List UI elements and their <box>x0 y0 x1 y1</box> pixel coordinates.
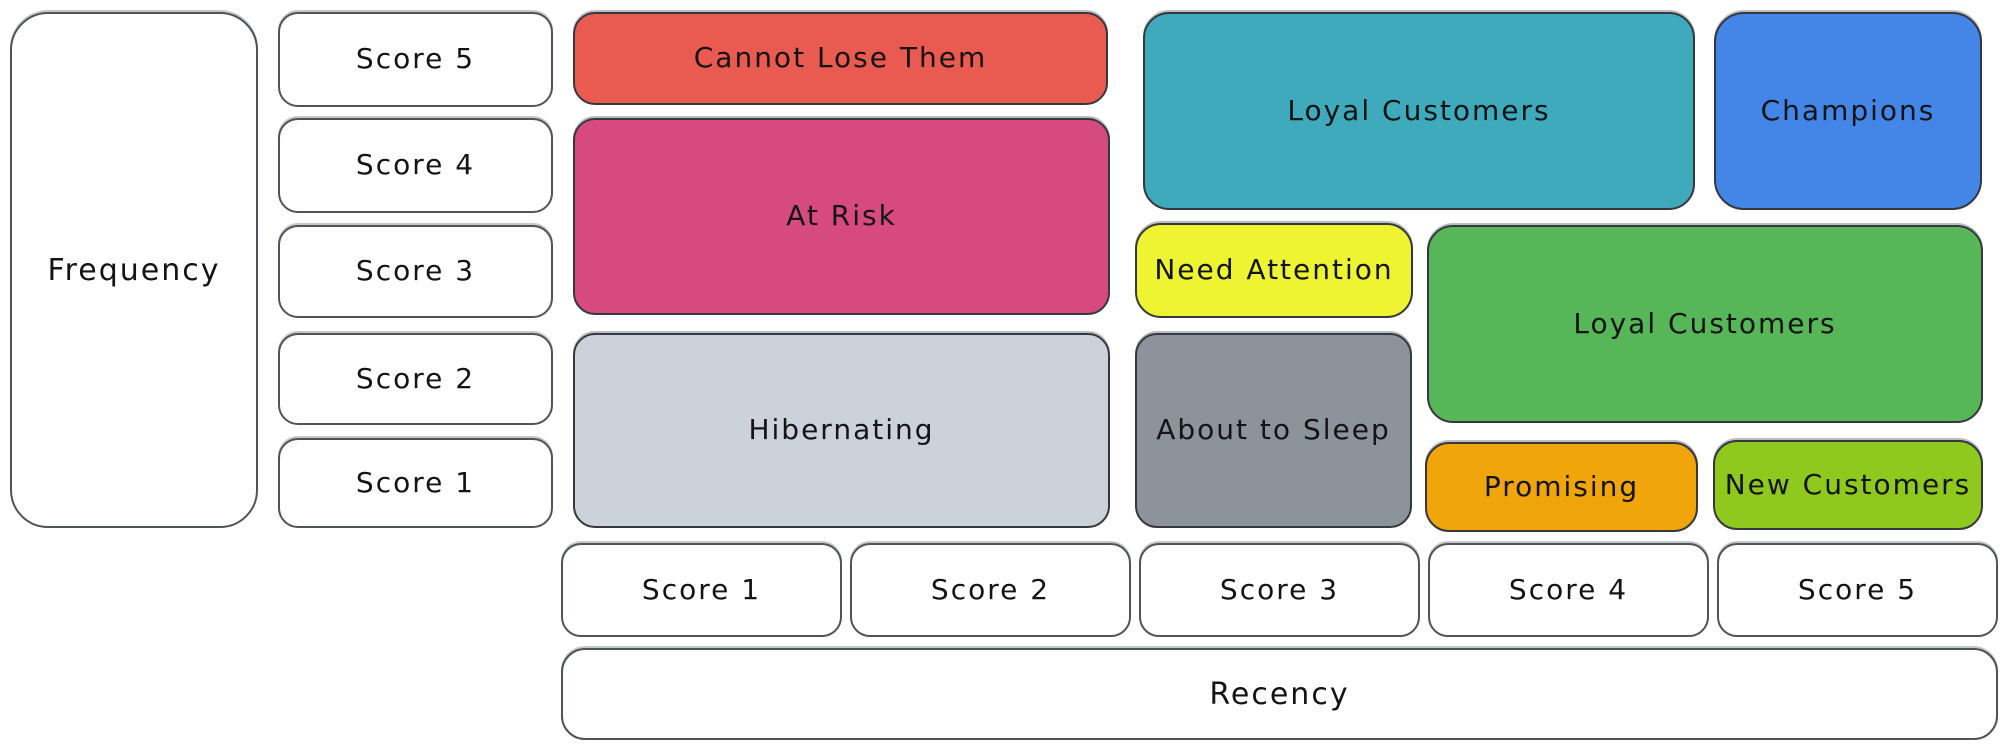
frequency-score-2-label: Score 2 <box>355 361 476 395</box>
segment-promising: Promising <box>1425 442 1698 532</box>
segment-loyal-customers-lower-label: Loyal Customers <box>1573 306 1837 340</box>
segment-champions-label: Champions <box>1760 93 1936 127</box>
recency-score-4-label: Score 4 <box>1508 572 1629 606</box>
segment-loyal-customers-upper-label: Loyal Customers <box>1287 93 1551 127</box>
segment-about-to-sleep: About to Sleep <box>1135 333 1412 528</box>
segment-at-risk: At Risk <box>573 118 1110 315</box>
recency-score-5-label: Score 5 <box>1797 572 1918 606</box>
segment-promising-label: Promising <box>1483 469 1640 503</box>
recency-score-5: Score 5 <box>1717 543 1998 637</box>
frequency-score-5: Score 5 <box>278 12 553 107</box>
frequency-score-3: Score 3 <box>278 225 553 318</box>
segment-cannot-lose-them-label: Cannot Lose Them <box>693 41 988 75</box>
segment-cannot-lose-them: Cannot Lose Them <box>573 12 1108 105</box>
recency-score-3: Score 3 <box>1139 543 1420 637</box>
recency-score-2: Score 2 <box>850 543 1131 637</box>
recency-score-1: Score 1 <box>561 543 842 637</box>
recency-axis-label: Recency <box>1209 676 1350 712</box>
segment-new-customers-label: New Customers <box>1724 467 1972 501</box>
frequency-score-4: Score 4 <box>278 118 553 213</box>
frequency-score-2: Score 2 <box>278 333 553 425</box>
recency-axis-box: Recency <box>561 648 1998 740</box>
segment-at-risk-label: At Risk <box>786 199 897 233</box>
segment-champions: Champions <box>1714 12 1982 210</box>
segment-new-customers: New Customers <box>1713 440 1983 530</box>
segment-hibernating: Hibernating <box>573 333 1110 528</box>
frequency-score-1: Score 1 <box>278 438 553 528</box>
recency-score-4: Score 4 <box>1428 543 1709 637</box>
segment-about-to-sleep-label: About to Sleep <box>1156 413 1391 447</box>
frequency-score-5-label: Score 5 <box>355 42 476 76</box>
segment-loyal-customers-upper: Loyal Customers <box>1143 12 1695 210</box>
segment-hibernating-label: Hibernating <box>748 413 935 447</box>
recency-score-1-label: Score 1 <box>641 572 762 606</box>
frequency-axis-label: Frequency <box>47 252 221 288</box>
frequency-score-4-label: Score 4 <box>355 148 476 182</box>
recency-score-2-label: Score 2 <box>930 572 1051 606</box>
segment-loyal-customers-lower: Loyal Customers <box>1427 225 1983 423</box>
frequency-score-3-label: Score 3 <box>355 254 476 288</box>
frequency-axis-box: Frequency <box>10 12 258 528</box>
frequency-score-1-label: Score 1 <box>355 465 476 499</box>
segment-need-attention: Need Attention <box>1135 223 1413 318</box>
recency-score-3-label: Score 3 <box>1219 572 1340 606</box>
segment-need-attention-label: Need Attention <box>1154 253 1394 287</box>
